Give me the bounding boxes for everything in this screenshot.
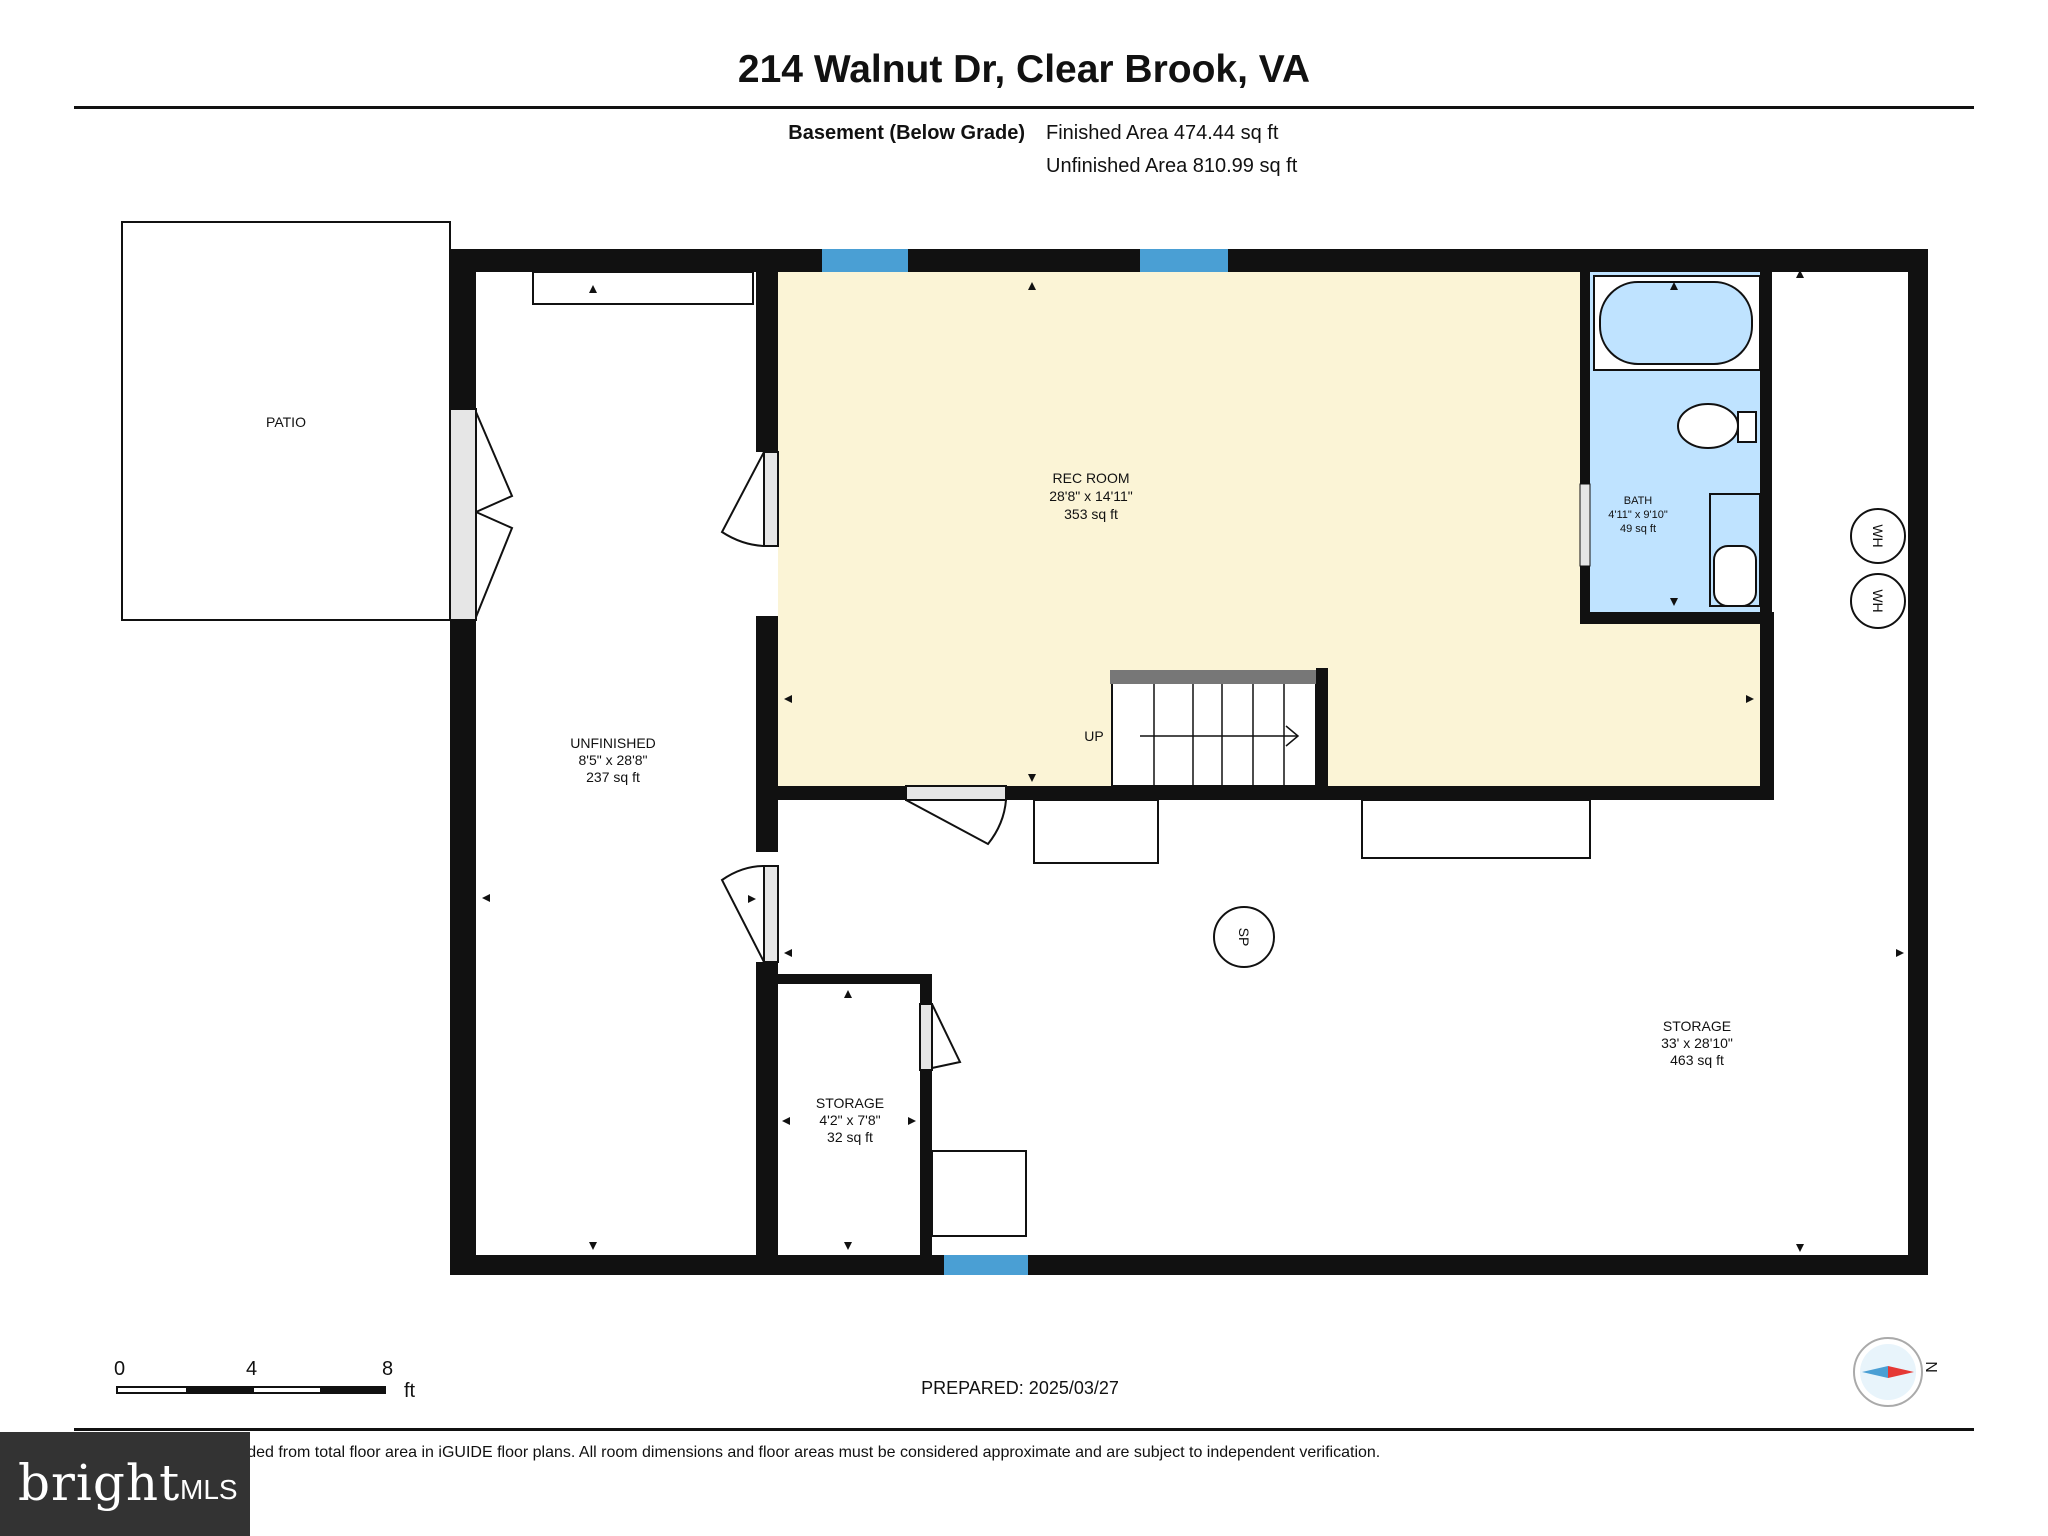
disclaimer: White regions are excluded from total fl… — [80, 1444, 1381, 1461]
storage-small-area: 32 sq ft — [827, 1129, 873, 1145]
brand-suffix: MLS — [180, 1474, 238, 1505]
scale-tick-4: 4 — [246, 1358, 258, 1380]
water-heater-2-label: WH — [1870, 589, 1886, 612]
scale-bar-outline — [116, 1386, 386, 1394]
bath-door — [1579, 483, 1591, 567]
compass-north-label: N — [1921, 1361, 1939, 1373]
small-storage-door — [919, 1003, 962, 1071]
compass: N — [1852, 1334, 1939, 1414]
sump-pump-label: SP — [1236, 928, 1252, 947]
windows — [822, 249, 1228, 1275]
scale-tick-0: 0 — [114, 1358, 126, 1380]
storage-large-label: STORAGE — [1663, 1018, 1731, 1034]
patio-label: PATIO — [266, 414, 306, 430]
compass-icon — [1853, 1337, 1923, 1407]
water-heater-2 — [1850, 573, 1906, 629]
scale-tick-8: 8 — [382, 1358, 394, 1380]
bath-label: BATH — [1624, 495, 1653, 507]
bath-area: 49 sq ft — [1620, 523, 1656, 535]
unfinished-area: Unfinished Area 810.99 sq ft — [1046, 155, 1298, 177]
storage-large-dims: 33' x 28'10" — [1661, 1035, 1733, 1051]
unfinished-label: UNFINISHED — [570, 735, 656, 751]
finished-area: Finished Area 474.44 sq ft — [1046, 122, 1279, 144]
level-name: Basement (Below Grade) — [788, 122, 1025, 144]
storage-large-area: 463 sq ft — [1670, 1052, 1724, 1068]
rec-room-fill — [778, 272, 1760, 787]
bath-fixtures — [1593, 275, 1761, 607]
rec-south-door — [905, 785, 1007, 846]
unfinished-dims: 8'5" x 28'8" — [579, 752, 648, 768]
storage-small-label: STORAGE — [816, 1095, 884, 1111]
brand-name: bright — [18, 1454, 181, 1512]
page-title: 214 Walnut Dr, Clear Brook, VA — [737, 48, 1311, 91]
rec-room-area: 353 sq ft — [1064, 506, 1118, 522]
walls — [450, 249, 1928, 1275]
unfinished-area: 237 sq ft — [586, 769, 640, 785]
rec-room-dims: 28'8" x 14'11" — [1049, 488, 1133, 504]
brand-logo: bright MLS — [0, 1432, 250, 1536]
rec-door — [720, 451, 779, 547]
prepared-date: PREPARED: 2025/03/27 — [921, 1378, 1119, 1398]
sump-pump — [1213, 906, 1275, 968]
water-heater-1 — [1850, 508, 1906, 564]
storage-door — [720, 865, 779, 963]
stairs-label: UP — [1084, 728, 1103, 744]
rec-room-label: REC ROOM — [1053, 470, 1130, 486]
water-heater-1-label: WH — [1870, 524, 1886, 547]
built-ins — [532, 271, 1591, 1237]
floor-plan: PATIO REC ROOM 28'8" x 14'11" 353 sq ft … — [121, 221, 1928, 1275]
title-divider — [74, 106, 1974, 109]
patio-door — [449, 408, 514, 621]
scale-bar: 0 4 8 ft — [110, 1356, 430, 1406]
storage-small-dims: 4'2" x 7'8" — [819, 1112, 880, 1128]
bath-dims: 4'11" x 9'10" — [1608, 509, 1668, 521]
scale-unit: ft — [404, 1380, 416, 1402]
dimension-arrows — [482, 270, 1904, 1252]
footer-divider — [74, 1428, 1974, 1431]
stairs — [1110, 670, 1317, 787]
